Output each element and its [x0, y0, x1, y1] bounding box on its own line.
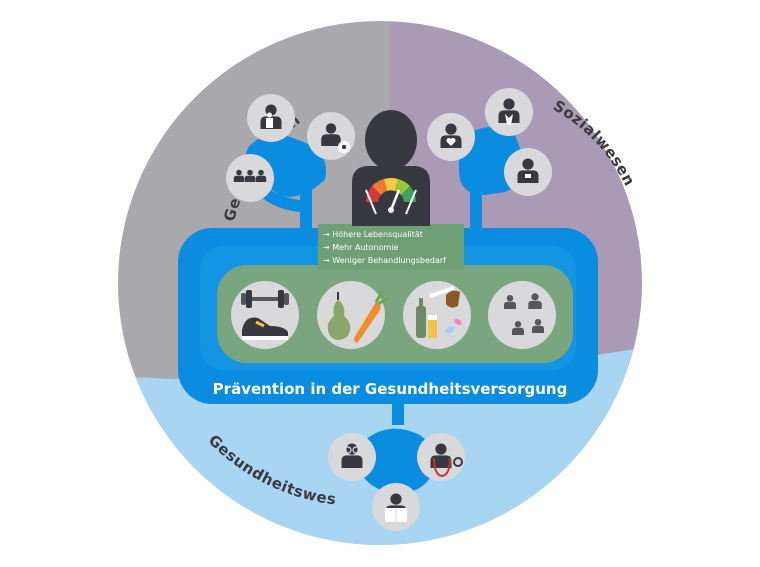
caregiver-person	[427, 113, 475, 161]
pear-icon	[327, 300, 351, 340]
glasses-person	[328, 433, 376, 481]
parent-child-person	[247, 94, 295, 142]
benefit-2: → Mehr Autonomie	[323, 243, 399, 252]
clergy-person	[504, 148, 552, 196]
wellbeing-gauge-icon	[365, 178, 417, 215]
sneaker-icon	[242, 317, 288, 340]
banner-title: Prävention in der Gesundheitsversorgung	[213, 380, 568, 398]
benefit-3: → Weniger Behandlungsbedarf	[323, 256, 446, 265]
nurse-person	[372, 483, 420, 531]
topics-panel	[217, 265, 573, 363]
carrot-icon	[354, 302, 381, 343]
bottle-icon	[416, 306, 426, 338]
benefits-box	[318, 224, 464, 270]
suit-person	[485, 88, 533, 136]
pipe-icon	[446, 290, 460, 308]
central-person-head	[365, 110, 417, 170]
topic-nutrition	[317, 281, 389, 349]
cigarette-icon	[429, 286, 455, 298]
pill-icon	[445, 326, 455, 334]
bottom-connector	[358, 402, 435, 494]
doctor-person	[417, 433, 465, 481]
stethoscope-icon	[433, 457, 451, 478]
benefit-1: → Höhere Lebensqualität	[323, 230, 423, 239]
central-person	[352, 110, 430, 226]
group-people	[226, 154, 274, 202]
beer-glass-icon	[428, 318, 437, 338]
topic-social	[488, 281, 556, 349]
central-person-body	[352, 166, 430, 226]
dumbbell-icon	[241, 290, 289, 308]
topic-movement	[231, 281, 299, 349]
football-person	[307, 112, 355, 160]
heart-icon	[446, 138, 456, 146]
topic-addiction	[403, 281, 471, 349]
